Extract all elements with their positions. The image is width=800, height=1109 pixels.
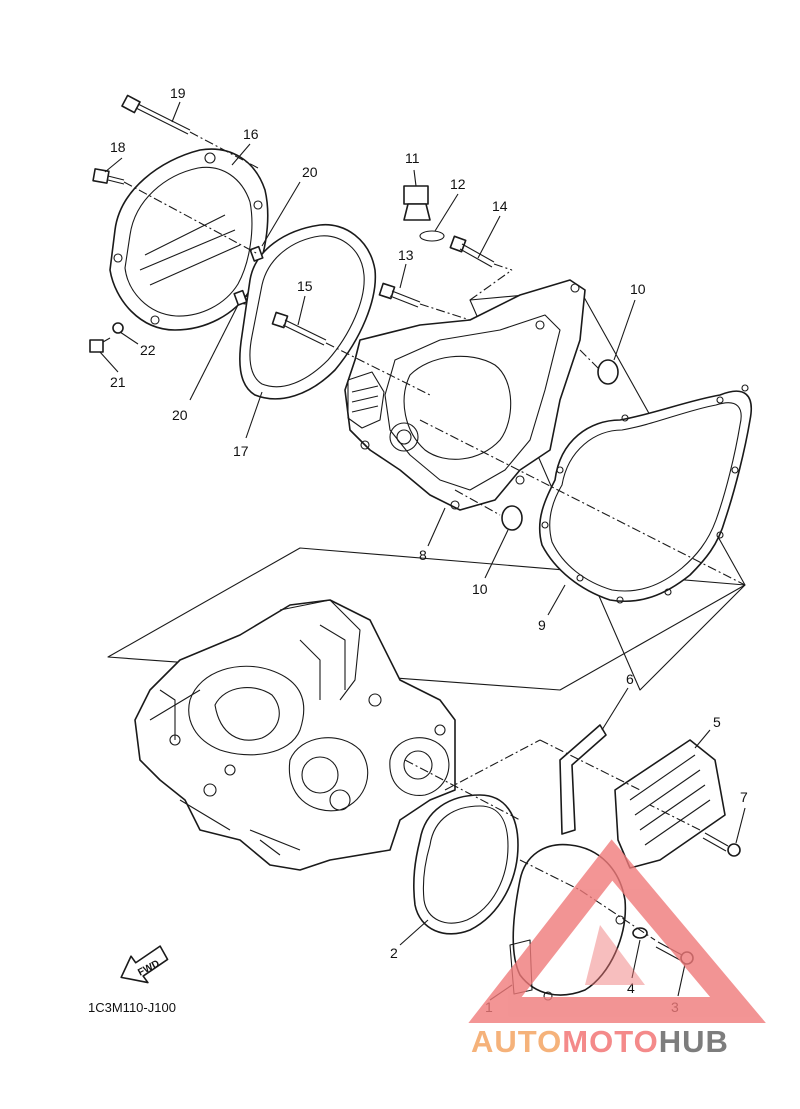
callout-4: 4 (627, 980, 635, 996)
callout-8: 8 (419, 547, 427, 563)
callout-18: 18 (110, 139, 126, 155)
callout-10-lower: 10 (472, 581, 488, 597)
o-ring-12 (419, 230, 445, 242)
bolt-21 (89, 337, 111, 353)
callout-9: 9 (538, 617, 546, 633)
bracket-6 (559, 724, 607, 835)
crankcase (134, 599, 456, 871)
callout-21: 21 (110, 374, 126, 390)
callout-12: 12 (450, 176, 466, 192)
callout-17: 17 (233, 443, 249, 459)
dowel-pin-10-lower (501, 505, 523, 531)
generator-cover-gasket-2-inner (422, 805, 509, 924)
callout-16: 16 (243, 126, 259, 142)
outer-cover-gasket (239, 223, 377, 400)
washer-22 (112, 322, 124, 334)
bolt-19 (121, 94, 191, 135)
callout-6: 6 (626, 671, 634, 687)
watermark-text-moto: MOTO (562, 1024, 658, 1059)
crankcase-cover (344, 279, 586, 511)
alignment-lines (123, 131, 746, 941)
callout-7: 7 (740, 789, 748, 805)
gasket-crankcase-cover-inner (549, 402, 742, 592)
callout-15: 15 (297, 278, 313, 294)
callout-20-upper: 20 (302, 164, 318, 180)
callout-11: 11 (405, 150, 420, 166)
watermark-text-auto: AUTO (471, 1024, 562, 1059)
dowel-pin-10-upper (597, 359, 619, 385)
gasket-crankcase-cover (538, 390, 752, 603)
callout-14: 14 (492, 198, 508, 214)
washer-4 (632, 927, 648, 939)
diagram-reference-code: 1C3M110-J100 (88, 1000, 176, 1015)
callout-10-upper: 10 (630, 281, 646, 297)
watermark-text-hub: HUB (659, 1024, 729, 1059)
watermark-triangle (468, 839, 766, 1023)
watermark-logo (468, 839, 766, 1023)
dowel-pin-20-lower (233, 289, 248, 306)
guard-5 (614, 739, 726, 869)
outer-cover-gasket-inner (249, 235, 365, 388)
bolt-15 (271, 311, 327, 346)
callout-13: 13 (398, 247, 414, 263)
dowel-pin-20-upper (249, 245, 264, 262)
bolt-7 (702, 832, 741, 857)
callout-5: 5 (713, 714, 721, 730)
oil-filler-plug-11 (403, 185, 431, 221)
gasket-holes (541, 384, 749, 604)
watermark-triangle-inner (585, 925, 645, 985)
callout-19: 19 (170, 85, 186, 101)
forward-direction-arrow: FWD (120, 945, 169, 984)
callout-2: 2 (390, 945, 398, 961)
callout-labels: 1 2 3 4 5 6 7 8 9 10 10 11 12 13 14 15 1… (110, 85, 748, 1015)
callout-22: 22 (140, 342, 156, 358)
bolt-18 (92, 168, 125, 185)
callout-20-lower: 20 (172, 407, 188, 423)
watermark-text: AUTOMOTOHUB (471, 1024, 729, 1059)
bolt-14 (449, 235, 495, 268)
bolt-13 (378, 282, 421, 308)
